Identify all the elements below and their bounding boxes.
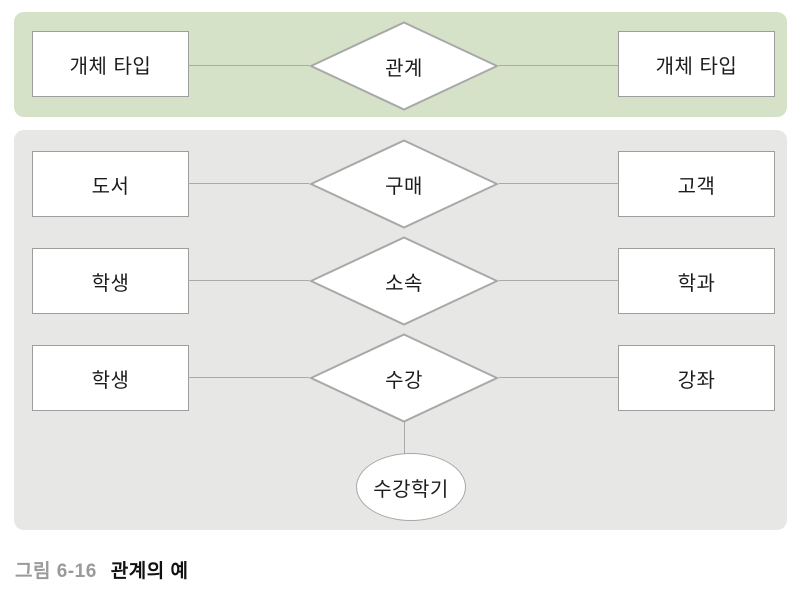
row2-relationship-diamond: 소속: [309, 236, 499, 326]
row3-relationship-label: 수강: [385, 369, 423, 392]
legend-right-entity-box: 개체 타입: [618, 31, 775, 97]
row1-left-connector: [188, 183, 309, 184]
diamond-shape: [309, 21, 499, 111]
figure-caption: 그림 6-16 관계의 예: [15, 556, 188, 583]
row2-left-entity-box: 학생: [32, 248, 189, 314]
row3-left-connector: [188, 377, 309, 378]
row1-right-entity-box: 고객: [618, 151, 775, 217]
row1-right-connector: [499, 183, 618, 184]
row3-left-entity-box: 학생: [32, 345, 189, 411]
attribute-connector: [404, 422, 405, 454]
row3-right-entity-box: 강좌: [618, 345, 775, 411]
row2-right-entity-box: 학과: [618, 248, 775, 314]
legend-left-entity-box: 개체 타입: [32, 31, 189, 97]
diamond-shape: [309, 333, 499, 423]
figure-number: 그림 6-16: [15, 561, 97, 582]
figure-title: 관계의 예: [110, 561, 189, 582]
row3-right-connector: [499, 377, 618, 378]
row2-relationship-label: 소속: [385, 272, 423, 295]
legend-relationship-diamond: 관계: [309, 21, 499, 111]
legend-right-connector: [499, 65, 618, 66]
diamond-shape: [309, 236, 499, 326]
diamond-shape: [309, 139, 499, 229]
legend-relationship-label: 관계: [385, 57, 423, 80]
row1-relationship-diamond: 구매: [309, 139, 499, 229]
row3-relationship-diamond: 수강: [309, 333, 499, 423]
row1-relationship-label: 구매: [385, 175, 423, 198]
attribute-ellipse: 수강학기: [356, 453, 466, 521]
row2-right-connector: [499, 280, 618, 281]
legend-left-connector: [188, 65, 309, 66]
row1-left-entity-box: 도서: [32, 151, 189, 217]
row2-left-connector: [188, 280, 309, 281]
